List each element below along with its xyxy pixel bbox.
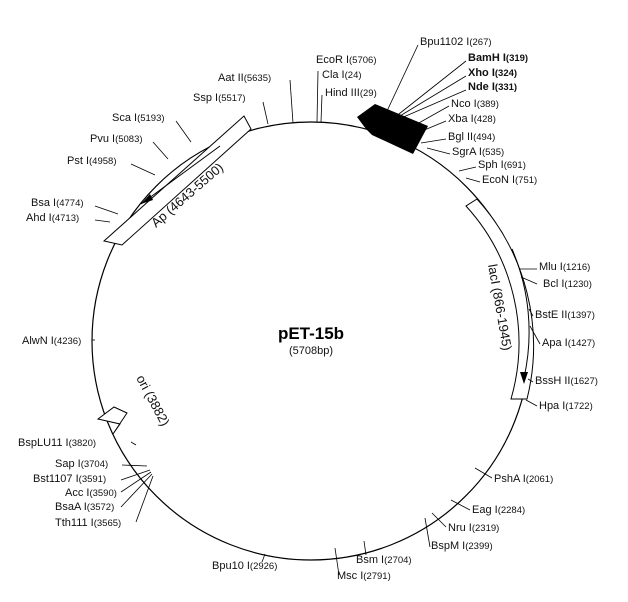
ap-arrow-head: [141, 194, 153, 204]
site-label-tth111i: Tth111 I(3565): [55, 517, 121, 529]
ori-feature-label: ori (3882): [133, 372, 172, 428]
site-label-bamhi: BamH I(319): [468, 52, 528, 64]
site-label-bsplu11i: BspLU11 I(3820): [18, 437, 96, 449]
site-label-clai: Cla I(24): [322, 69, 362, 81]
site-label-xbai: Xba I(428): [448, 113, 496, 125]
laci-arrow-head: [520, 372, 528, 384]
site-label-psti: Pst I(4958): [67, 155, 116, 167]
site-label-nrui: Nru I(2319): [448, 522, 499, 534]
site-label-bsaai: BsaA I(3572): [55, 501, 114, 513]
site-label-bpu1102i: Bpu1102 I(267): [420, 36, 492, 48]
site-label-bsmi: Bsm I(2704): [356, 554, 412, 566]
ap-direction-arrow: [140, 145, 221, 205]
site-label-xhoi: Xho I(324): [468, 67, 517, 79]
site-leader-lines: [92, 44, 541, 576]
laci-direction-arrow: [511, 248, 530, 379]
site-label-acci: Acc I(3590): [65, 487, 117, 499]
ap-feature-box: [102, 115, 252, 246]
site-label-ahdi: Ahd I(4713): [26, 212, 79, 224]
site-label-alwni: AlwN I(4236): [22, 335, 81, 347]
site-label-bsteii: BstE II(1397): [535, 309, 595, 321]
plasmid-name: pET-15b: [278, 324, 344, 343]
plasmid-size: (5708bp): [289, 345, 333, 357]
site-label-pvui: Pvu I(5083): [90, 133, 143, 145]
site-label-ecori: EcoR I(5706): [316, 54, 376, 66]
restriction-sites: EcoR I(5706) Cla I(24) Hind III(29) Aat …: [18, 36, 598, 582]
site-label-ncoi: Nco I(389): [451, 98, 499, 110]
site-label-scai: Sca I(5193): [112, 112, 165, 124]
site-label-sphi: Sph I(691): [478, 159, 526, 171]
site-label-bpu10i: Bpu10 I(2926): [212, 560, 277, 572]
site-label-ndei: Nde I(331): [468, 81, 517, 93]
site-label-bst1107i: Bst1107 I(3591): [33, 473, 106, 485]
site-label-sspi: Ssp I(5517): [193, 92, 246, 104]
site-label-bsshii: BssH II(1627): [535, 375, 598, 387]
site-label-bcli: Bcl I(1230): [543, 278, 592, 290]
site-label-sgrai: SgrA I(535): [452, 146, 504, 158]
site-label-msci: Msc I(2791): [337, 570, 391, 582]
site-label-econi: EcoN I(751): [482, 174, 537, 186]
site-label-mlui: Mlu I(1216): [539, 261, 590, 273]
site-label-pshai: PshA I(2061): [494, 473, 553, 485]
site-label-sapi: Sap I(3704): [55, 458, 108, 470]
his-tag-block: [357, 104, 428, 154]
site-label-bspmi: BspM I(2399): [431, 540, 493, 552]
ori-marker: [96, 406, 128, 435]
site-label-bsai: Bsa I(4774): [31, 197, 84, 209]
site-label-eagi: Eag I(2284): [472, 504, 525, 516]
site-label-aatii: Aat II(5635): [218, 72, 271, 84]
site-label-apai: Apa I(1427): [542, 337, 595, 349]
site-label-hpai: Hpa I(1722): [539, 400, 593, 412]
site-label-bglii: Bgl II(494): [448, 131, 495, 143]
site-label-hindiii: Hind III(29): [325, 87, 377, 99]
